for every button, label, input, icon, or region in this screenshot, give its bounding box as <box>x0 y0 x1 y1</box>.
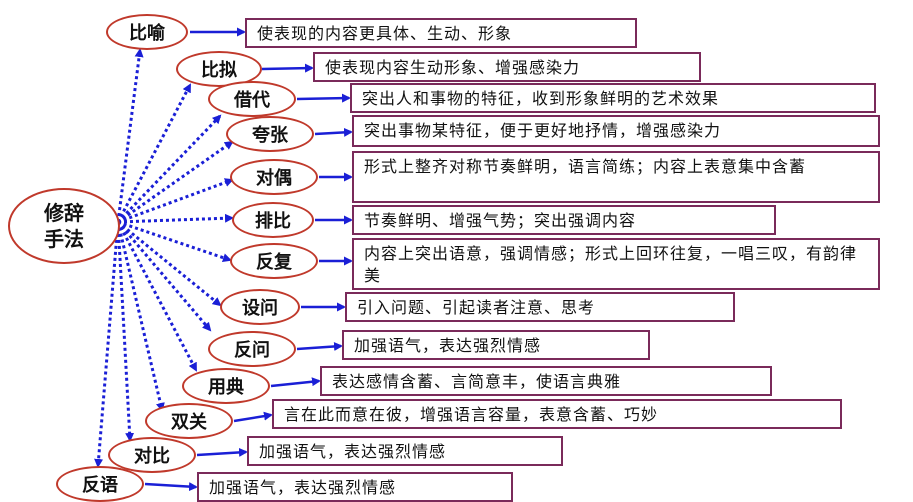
desc-duibi: 加强语气，表达强烈情感 <box>247 436 563 466</box>
desc-text: 节奏鲜明、增强气势；突出强调内容 <box>364 211 637 230</box>
dotted-arrow-10 <box>116 221 165 412</box>
dotted-arrow-11 <box>116 221 135 442</box>
desc-text: 突出事物某特征，便于更好地抒情，增强感染力 <box>364 121 722 140</box>
desc-text: 形式上整齐对称节奏鲜明，语言简练；内容上表意集中含蓄 <box>364 157 807 176</box>
node-label: 双关 <box>171 412 207 433</box>
node-label: 比喻 <box>129 23 165 44</box>
root-label-line2: 手法 <box>44 227 84 251</box>
desc-text: 使表现内容生动形象、增强感染力 <box>325 58 581 77</box>
node-label: 对偶 <box>256 168 292 189</box>
node-duiou: 对偶 <box>230 159 318 195</box>
dotted-arrow-9 <box>116 221 198 372</box>
dotted-arrow-4 <box>117 178 234 224</box>
solid-arrow-8 <box>296 341 343 351</box>
node-label: 反复 <box>256 252 292 273</box>
desc-yongdian: 表达感情含蓄、言简意丰，使语言典雅 <box>320 366 772 396</box>
node-label: 反问 <box>234 340 270 361</box>
desc-text: 加强语气，表达强烈情感 <box>354 336 542 355</box>
solid-arrow-3 <box>314 127 353 137</box>
node-duibi: 对比 <box>108 437 196 473</box>
dotted-arrow-7 <box>117 220 222 307</box>
desc-duiou: 形式上整齐对称节奏鲜明，语言简练；内容上表意集中含蓄 <box>352 151 880 203</box>
root-node: 修辞 手法 <box>8 188 120 264</box>
node-label: 排比 <box>255 211 291 232</box>
desc-fanyu: 加强语气，表达强烈情感 <box>197 472 513 502</box>
solid-arrow-10 <box>233 411 273 423</box>
node-kuazhang: 夸张 <box>226 116 314 152</box>
desc-text: 内容上突出语意，强调情感；形式上回环往复，一唱三叹，有韵律美 <box>364 244 858 285</box>
node-paibi: 排比 <box>232 202 314 238</box>
node-yongdian: 用典 <box>182 368 270 404</box>
dotted-arrow-2 <box>116 114 222 224</box>
node-jiedai: 借代 <box>208 81 296 117</box>
node-fanwen: 反问 <box>208 331 296 367</box>
solid-arrow-2 <box>296 93 351 103</box>
solid-arrow-9 <box>270 377 321 388</box>
node-fanyu: 反语 <box>56 466 144 502</box>
solid-arrow-1 <box>261 63 314 73</box>
desc-fanwen: 加强语气，表达强烈情感 <box>342 330 650 360</box>
desc-fanfu: 内容上突出语意，强调情感；形式上回环往复，一唱三叹，有韵律美 <box>352 238 880 290</box>
dotted-arrow-5 <box>117 213 234 224</box>
desc-biyu: 使表现的内容更具体、生动、形象 <box>245 18 637 48</box>
node-fanfu: 反复 <box>230 243 318 279</box>
desc-text: 加强语气，表达强烈情感 <box>209 478 397 497</box>
node-label: 用典 <box>208 377 244 398</box>
desc-text: 突出人和事物的特征，收到形象鲜明的艺术效果 <box>362 89 720 108</box>
desc-kuazhang: 突出事物某特征，便于更好地抒情，增强感染力 <box>352 115 880 147</box>
root-label-line1: 修辞 <box>44 201 84 225</box>
dotted-arrow-6 <box>117 220 232 263</box>
desc-bini: 使表现内容生动形象、增强感染力 <box>313 52 701 82</box>
desc-text: 加强语气，表达强烈情感 <box>259 442 447 461</box>
node-label: 夸张 <box>252 125 288 146</box>
dotted-arrow-1 <box>116 83 192 223</box>
dotted-arrow-3 <box>117 140 234 224</box>
desc-text: 引入问题、引起读者注意、思考 <box>357 298 596 317</box>
node-shewen: 设问 <box>220 289 300 325</box>
solid-arrow-12 <box>144 482 198 492</box>
desc-text: 使表现的内容更具体、生动、形象 <box>257 24 513 43</box>
desc-paibi: 节奏鲜明、增强气势；突出强调内容 <box>352 205 776 235</box>
node-label: 设问 <box>242 298 278 319</box>
dotted-arrow-0 <box>116 48 144 223</box>
node-label: 比拟 <box>201 60 237 81</box>
solid-arrow-11 <box>196 447 248 457</box>
desc-shuangguan: 言在此而意在彼，增强语言容量，表意含蓄、巧妙 <box>272 399 842 429</box>
desc-jiedai: 突出人和事物的特征，收到形象鲜明的艺术效果 <box>350 83 876 113</box>
node-label: 反语 <box>82 475 118 496</box>
node-shuangguan: 双关 <box>145 403 233 439</box>
node-label: 借代 <box>234 90 270 111</box>
node-biyu: 比喻 <box>106 14 188 50</box>
desc-shewen: 引入问题、引起读者注意、思考 <box>345 292 735 322</box>
desc-text: 言在此而意在彼，增强语言容量，表意含蓄、巧妙 <box>284 405 659 424</box>
desc-text: 表达感情含蓄、言简意丰，使语言典雅 <box>332 372 622 391</box>
dotted-arrow-12 <box>94 221 120 468</box>
node-label: 对比 <box>134 446 170 467</box>
